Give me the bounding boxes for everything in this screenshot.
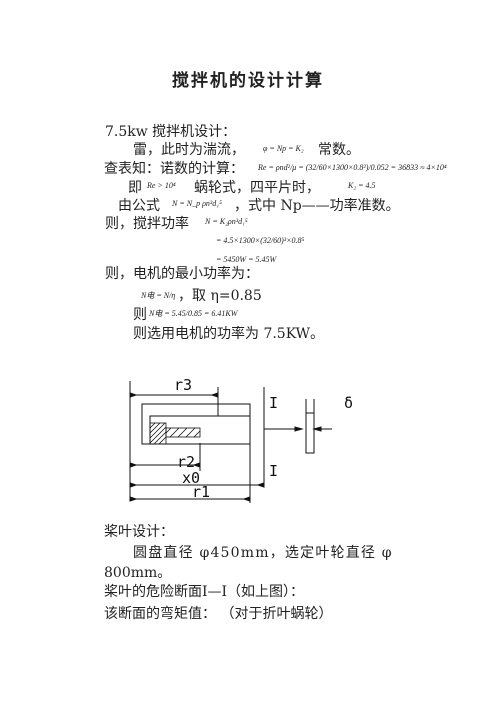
label-section-bottom: I (269, 462, 278, 480)
line-turbulent: 雷，此时为湍流， (133, 142, 245, 158)
line-turbine: 蜗轮式，四平片时， (194, 180, 320, 196)
line-blade-design: 桨叶设计： (104, 524, 174, 540)
formula-motor-calc: N电 = 5.45/0.85 = 6.41KW (149, 309, 238, 318)
label-delta: δ (344, 394, 353, 412)
line-800mm: 800mm。 (104, 565, 172, 581)
formula-motor-eq: N电 = N/η (141, 291, 176, 300)
line-lookup: 查表知：诺数的计算： (104, 161, 244, 177)
label-r1: r1 (192, 483, 210, 501)
line-then: 则 (133, 307, 147, 323)
label-x0: x0 (182, 469, 200, 487)
formula-power-result: = 5450W = 5.45W (216, 255, 277, 264)
label-section-top: I (269, 394, 278, 412)
formula-power-sub: = 4.5×1300×(32/60)³×0.8⁵ (216, 236, 305, 245)
label-r2: r2 (177, 453, 195, 471)
line-constant: 常数。 (318, 142, 360, 158)
formula-k2: K₂ = 4.5 (348, 181, 376, 190)
formula-reynolds: Re = ρnd²/μ = (32/60×1300×0.8²)/0.052 = … (258, 163, 447, 172)
line-critical-section: 桨叶的危险断面Ⅰ—Ⅰ（如上图）： (104, 584, 305, 600)
line-stir-power: 则，搅拌功率 (105, 216, 189, 232)
impeller-section-diagram: r3 I δ r2 I x0 r1 (129, 376, 353, 503)
blade-thickness (305, 412, 315, 454)
line-eta: ，取 η=0.85 (178, 288, 262, 304)
line-ie: 即 (128, 180, 142, 196)
line-disk-diameter: 圆盘直径 φ450mm，选定叶轮直径 φ (133, 545, 393, 561)
label-r3: r3 (174, 376, 192, 394)
line-select-motor: 则选用电机的功率为 7.5KW。 (133, 326, 325, 342)
line-formula-intro: 由公式 (118, 198, 160, 214)
line-motor-min: 则，电机的最小功率为： (105, 266, 259, 282)
formula-re-cond: Re > 10⁴ (147, 181, 176, 190)
page-title: 搅拌机的设计计算 (172, 71, 324, 91)
formula-phi: φ = Np = K₂ (263, 144, 304, 153)
line-design-heading: 7.5kw 搅拌机设计： (105, 124, 237, 140)
line-bending-moment: 该断面的弯矩值： （对于折叶蜗轮） (104, 606, 333, 622)
line-power-number: ，式中 Np——功率准数。 (234, 198, 400, 214)
formula-power-calc: N = K₂ρn³d₁⁵ (205, 217, 248, 226)
formula-power-eq: N = N_p ρn³d₁⁵ (172, 199, 222, 208)
